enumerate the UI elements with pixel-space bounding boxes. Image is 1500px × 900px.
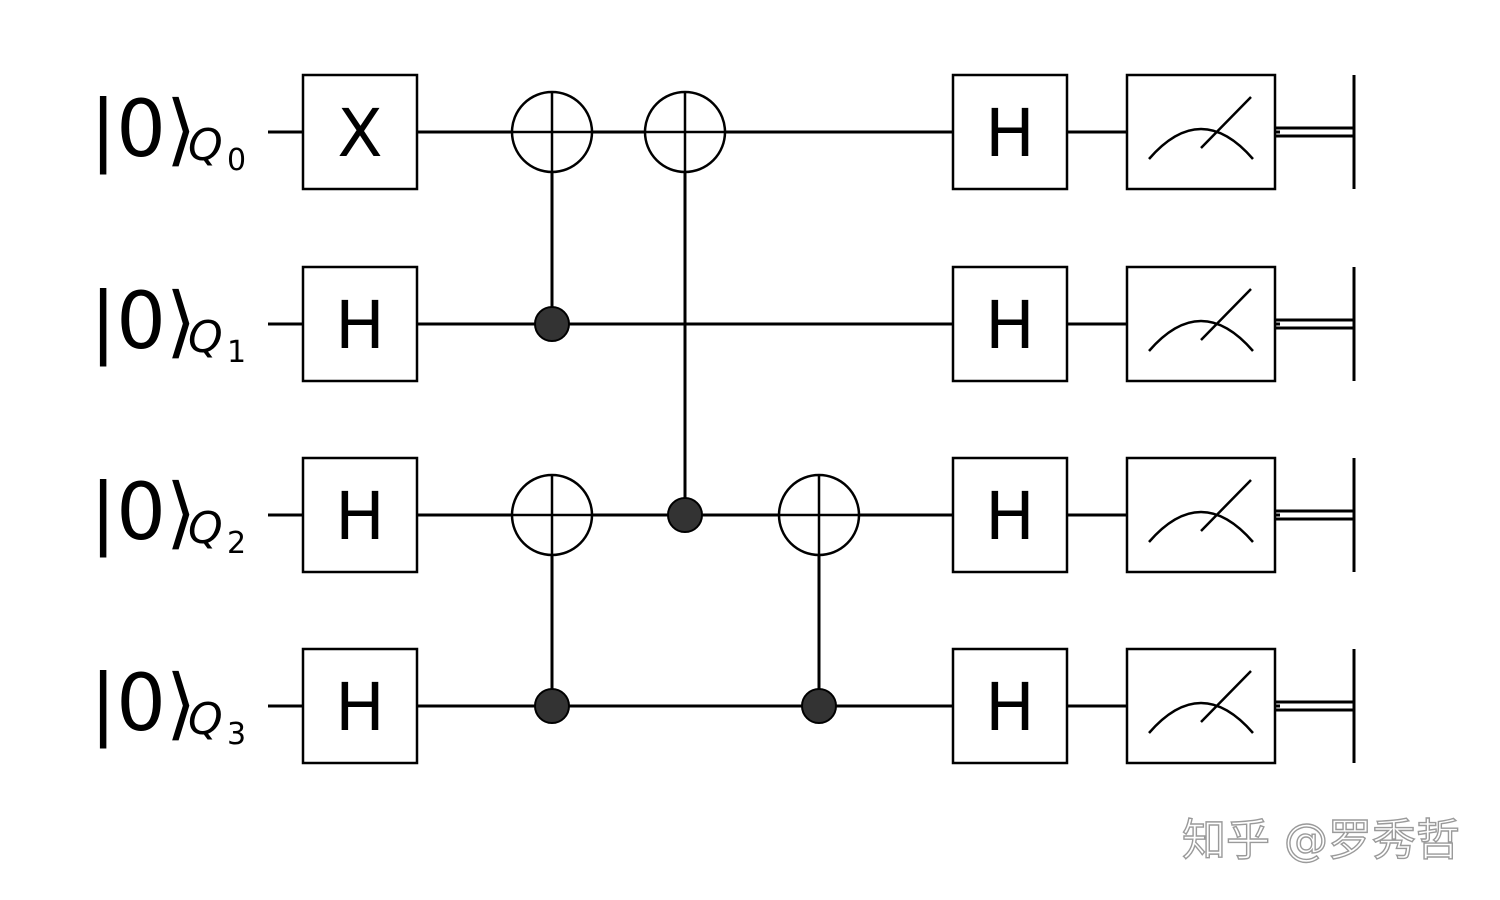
meter-arc-icon [1148,127,1254,160]
cnot-gate-c3-t2 [777,473,861,724]
gate-box [301,265,419,383]
qubit-symbol-label: Q [188,312,223,363]
qubit-symbol-label: Q [188,694,223,745]
qubit-symbol-label: Q [188,503,223,554]
measure-box [1125,265,1277,383]
qubit-ket-label: |0⟩ [90,659,196,749]
cnot-gate-c3-t2 [510,473,594,724]
meter-needle-icon [1200,670,1252,723]
qubit-index-label: 3 [227,717,246,752]
measure-box [1125,456,1277,574]
gate-h-q1: H [301,265,419,383]
meter-arc-icon [1148,510,1254,543]
gate-box [301,647,419,765]
gate-h-q2: H [301,456,419,574]
measure-gate-q1 [1125,265,1277,383]
qubit-index-label: 0 [227,143,246,178]
qubit-ket-label: |0⟩ [90,85,196,175]
qubit-ket-label: |0⟩ [90,468,196,558]
gate-label: H [985,287,1035,364]
cnot-control-dot [534,306,570,342]
gate-h-q3: H [301,647,419,765]
gate-h-q2: H [951,456,1069,574]
meter-arc-icon [1148,319,1254,352]
measure-gate-q3 [1125,647,1277,765]
meter-needle-icon [1200,96,1252,149]
cnot-control-dot [801,688,837,724]
measure-box [1125,73,1277,191]
gates: X H H H H H H H [301,73,1277,765]
gate-box [301,73,419,191]
qubit-index-label: 2 [227,526,246,561]
cnot-control-dot [667,497,703,533]
gate-label: X [337,95,382,172]
cnot-gate-c1-t0 [510,90,594,342]
qubit-index-label: 1 [227,335,246,370]
meter-arc-icon [1148,701,1254,734]
gate-label: H [985,95,1035,172]
gate-label: H [335,478,385,555]
qubit-ket-label: |0⟩ [90,277,196,367]
gate-x-q0: X [301,73,419,191]
gate-h-q1: H [951,265,1069,383]
gate-box [301,456,419,574]
gate-box [951,456,1069,574]
gate-h-q0: H [951,73,1069,191]
watermark-text: 知乎 @罗秀哲 [1182,815,1460,866]
cnot-control-dot [534,688,570,724]
gate-box [951,265,1069,383]
gate-label: H [335,287,385,364]
gate-label: H [985,669,1035,746]
gate-label: H [335,669,385,746]
cnot-gate-c2-t0 [643,90,727,533]
measure-gate-q0 [1125,73,1277,191]
cnot-connectors [510,90,861,724]
measure-box [1125,647,1277,765]
measure-gate-q2 [1125,456,1277,574]
gate-box [951,73,1069,191]
qubit-symbol-label: Q [188,120,223,171]
meter-needle-icon [1200,288,1252,341]
qubit-wires [268,75,1356,763]
meter-needle-icon [1200,479,1252,532]
gate-box [951,647,1069,765]
gate-label: H [985,478,1035,555]
gate-h-q3: H [951,647,1069,765]
